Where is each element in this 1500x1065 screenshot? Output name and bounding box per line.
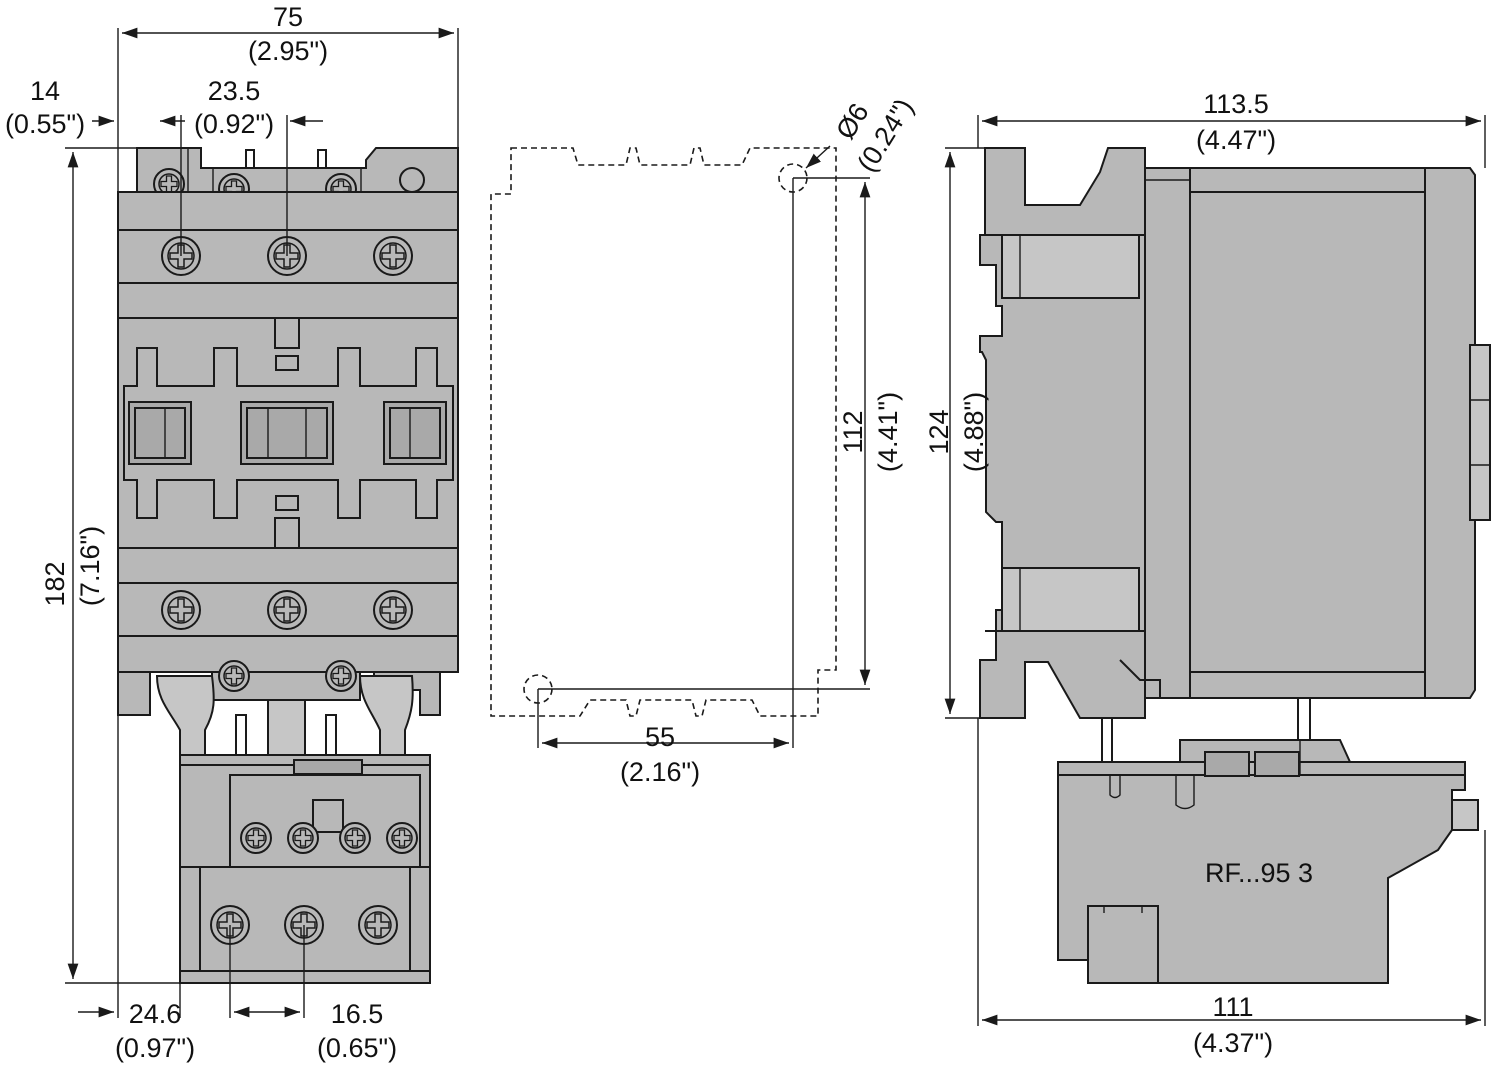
relay-model-label: RF...95 3 bbox=[1205, 858, 1313, 888]
side-width-label: 113.5 bbox=[1203, 89, 1269, 119]
side-height-label: 124 bbox=[924, 409, 954, 454]
mounting-template bbox=[490, 147, 837, 717]
side-height-inch-label: (4.88") bbox=[959, 392, 989, 472]
side-width-inch-label: (4.47") bbox=[1196, 125, 1276, 155]
relay-depth-label: 111 bbox=[1212, 992, 1253, 1022]
side-dimensions bbox=[944, 115, 1486, 1026]
pole-pitch-label: 23.5 bbox=[208, 76, 261, 106]
hole-horizontal-label: 55 bbox=[645, 722, 675, 752]
hole-vertical-inch-label: (4.41") bbox=[873, 392, 903, 472]
template-dimensions bbox=[537, 145, 871, 749]
front-width-inch-label: (2.95") bbox=[248, 36, 328, 66]
side-view bbox=[979, 147, 1491, 984]
pole-pitch-inch-label: (0.92") bbox=[194, 109, 274, 139]
front-view bbox=[117, 147, 459, 984]
hole-horizontal-inch-label: (2.16") bbox=[620, 757, 700, 787]
relay-pitch-inch-label: (0.65") bbox=[317, 1033, 397, 1063]
relay-pitch-label: 16.5 bbox=[331, 999, 384, 1029]
front-width-label: 75 bbox=[273, 2, 303, 32]
bottom-offset-label: 24.6 bbox=[129, 999, 182, 1029]
left-offset-inch-label: (0.55") bbox=[5, 109, 85, 139]
relay-depth-inch-label: (4.37") bbox=[1193, 1028, 1273, 1058]
left-offset-label: 14 bbox=[30, 76, 60, 106]
total-height-label: 182 bbox=[40, 561, 70, 606]
hole-vertical-label: 112 bbox=[838, 410, 868, 453]
bottom-offset-inch-label: (0.97") bbox=[115, 1033, 195, 1063]
total-height-inch-label: (7.16") bbox=[75, 526, 105, 606]
front-dimensions bbox=[65, 27, 459, 1018]
